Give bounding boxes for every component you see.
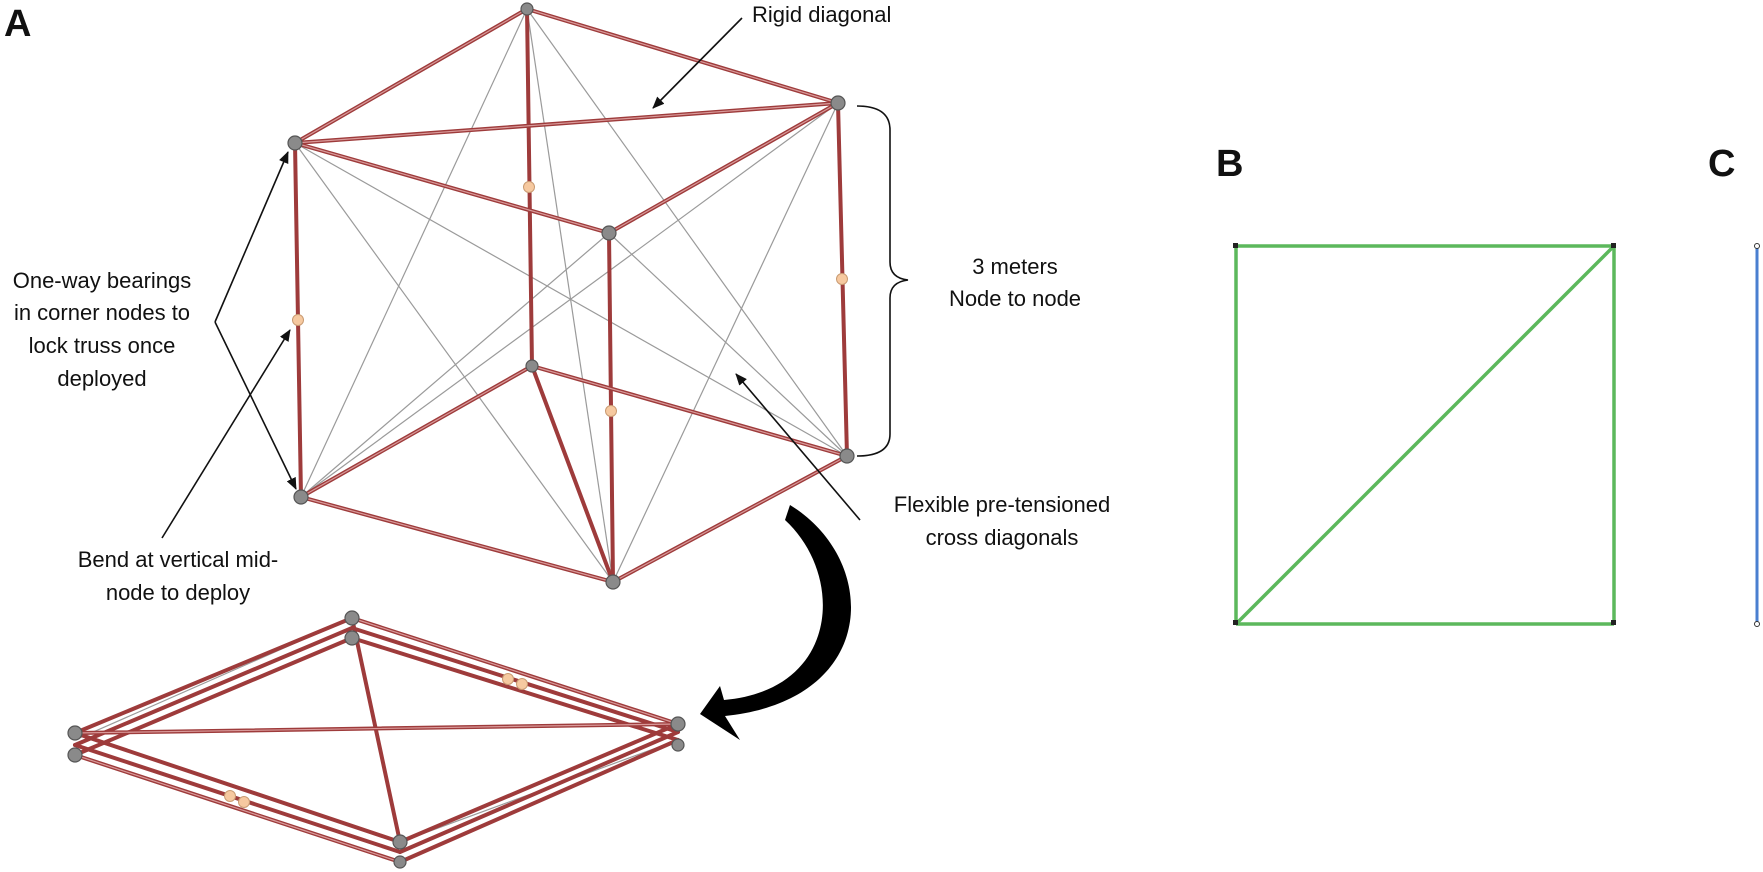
panel-label-c: C xyxy=(1708,143,1735,185)
arrow-bend xyxy=(161,329,291,539)
label-bearings-line-1: One-way bearings xyxy=(13,268,192,293)
label-flexible-line-1: Flexible pre-tensioned xyxy=(894,492,1110,517)
label-three-meters: 3 meters xyxy=(972,254,1058,279)
label-bend-line-2: node to deploy xyxy=(106,580,250,605)
label-rigid-diagonal: Rigid diagonal xyxy=(752,2,891,27)
arrow-bearings-bottom xyxy=(214,321,297,490)
arrow-flexible xyxy=(735,373,861,521)
panel-c-truss xyxy=(1754,243,1760,627)
label-bearings-line-2: in corner nodes to xyxy=(14,300,190,325)
cross-diagonal-cables xyxy=(294,8,848,583)
panel-b-truss xyxy=(1233,243,1616,626)
label-bearings-line-4: deployed xyxy=(57,366,146,391)
arrow-bearings-top xyxy=(214,151,289,323)
label-bearings-line-3: lock truss once xyxy=(29,333,176,358)
corner-nodes xyxy=(287,2,855,590)
vertical-mid-nodes xyxy=(292,181,848,417)
label-node-to-node: Node to node xyxy=(949,286,1081,311)
deploy-curved-arrow xyxy=(700,505,852,740)
label-bend-line-1: Bend at vertical mid- xyxy=(78,547,279,572)
panel-label-a: A xyxy=(4,3,31,45)
bracket-three-meters xyxy=(856,105,909,457)
deployed-truss xyxy=(287,2,855,590)
arrow-rigid-diagonal xyxy=(652,17,743,109)
stowed-truss xyxy=(67,610,686,869)
label-flexible-line-2: cross diagonals xyxy=(926,525,1079,550)
panel-label-b: B xyxy=(1216,143,1243,185)
